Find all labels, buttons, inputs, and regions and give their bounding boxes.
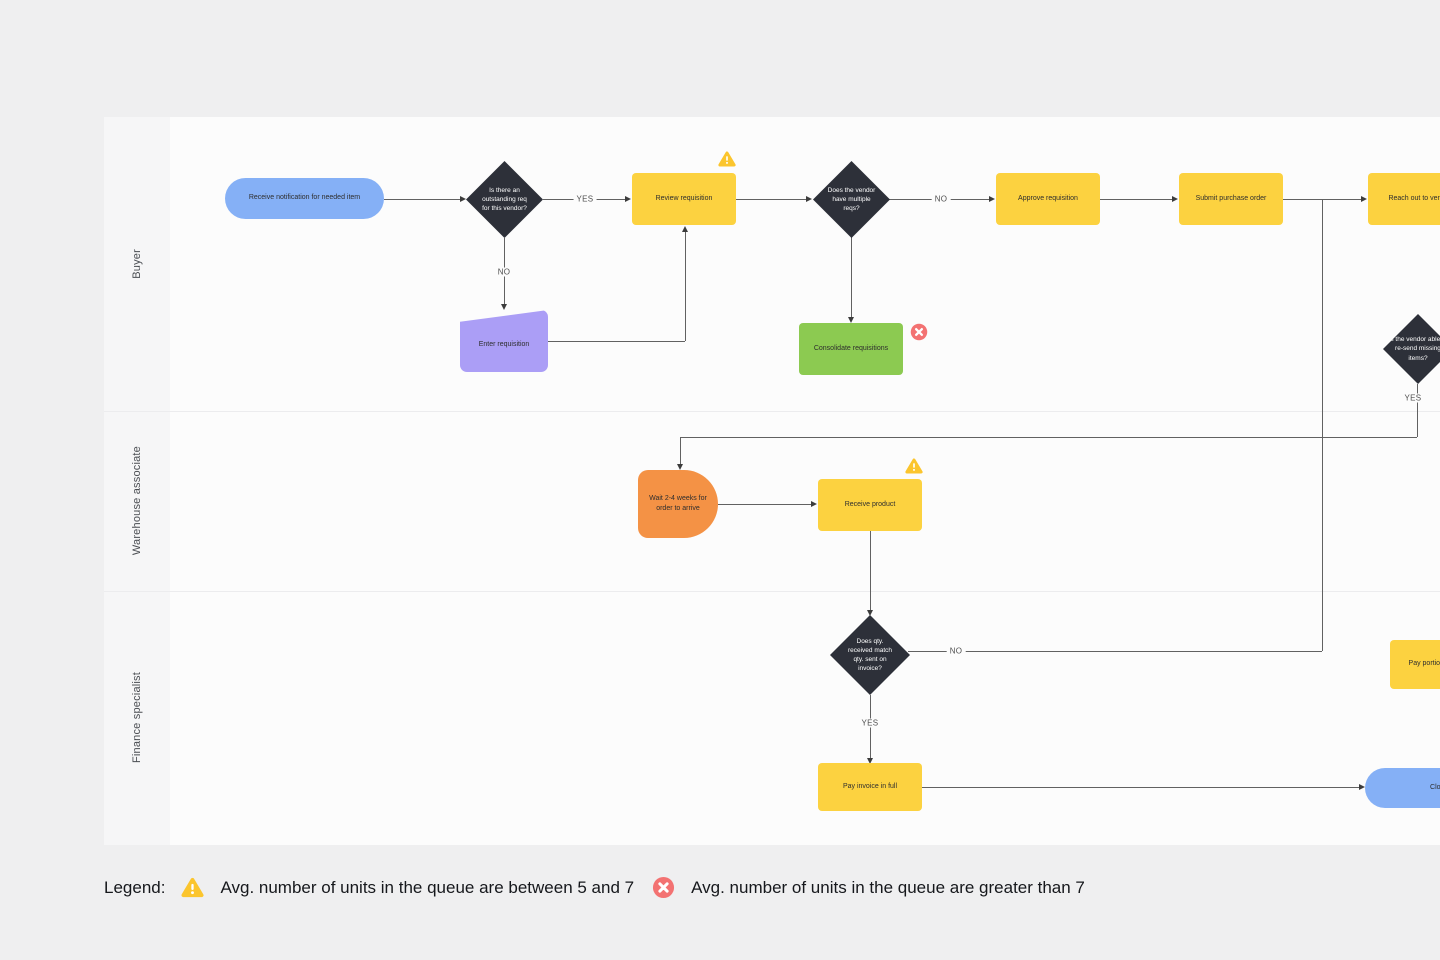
connector xyxy=(718,504,812,505)
warning-triangle-icon xyxy=(905,457,923,475)
connector xyxy=(922,787,1360,788)
node-label: Enter requisition xyxy=(478,340,530,348)
arrowhead xyxy=(460,195,466,202)
node-pay-invoice-full[interactable]: Pay invoice in full xyxy=(818,763,922,811)
connector xyxy=(736,199,807,200)
node-pay-portion[interactable]: Pay portion of invoice xyxy=(1390,640,1440,689)
arrowhead xyxy=(847,317,854,323)
legend-item-warning: Avg. number of units in the queue are be… xyxy=(220,877,635,897)
lane-divider xyxy=(104,591,1440,592)
node-label: Approve requisition xyxy=(1018,194,1078,202)
error-circle-icon xyxy=(652,876,675,899)
edge-label-no: NO xyxy=(931,194,951,204)
connector xyxy=(908,651,1322,652)
arrowhead xyxy=(676,464,683,470)
node-reach-out-vendor[interactable]: Reach out to vendor xyxy=(1368,173,1440,225)
lane-divider xyxy=(104,411,1440,412)
connector xyxy=(680,437,1417,438)
connector xyxy=(851,237,852,317)
node-enter-requisition[interactable]: Enter requisition xyxy=(460,310,548,372)
connector xyxy=(384,199,461,200)
arrowhead xyxy=(866,610,873,616)
node-label: Close PO xyxy=(1430,783,1440,791)
error-circle-icon xyxy=(910,323,928,341)
arrowhead xyxy=(625,195,631,202)
node-label: Receive product xyxy=(844,500,896,508)
node-approve-requisition[interactable]: Approve requisition xyxy=(996,173,1100,225)
arrowhead xyxy=(681,226,688,232)
arrowhead xyxy=(500,304,507,310)
connector xyxy=(685,231,686,341)
lane-header-warehouse: Warehouse associate xyxy=(104,411,170,591)
connector xyxy=(680,437,681,464)
node-label: Pay portion of invoice xyxy=(1408,660,1440,668)
node-label: Review requisition xyxy=(655,194,713,202)
warning-triangle-icon xyxy=(718,150,736,168)
legend-title: Legend: xyxy=(104,877,166,897)
edge-label-yes: YES xyxy=(573,194,597,204)
warning-triangle-icon xyxy=(181,876,204,899)
edge-label-yes: YES xyxy=(1401,393,1425,403)
node-label: Is the vendor able to re-send missing it… xyxy=(1389,336,1440,362)
node-wait-for-order[interactable]: Wait 2-4 weeks for order to arrive xyxy=(638,470,718,538)
node-receive-product[interactable]: Receive product xyxy=(818,479,922,531)
arrowhead xyxy=(806,195,812,202)
node-consolidate-requisitions[interactable]: Consolidate requisitions xyxy=(799,323,903,375)
edge-label-no: NO xyxy=(494,267,514,277)
arrowhead xyxy=(1361,195,1367,202)
arrowhead xyxy=(989,195,995,202)
diagram-canvas[interactable]: Buyer Warehouse associate Finance specia… xyxy=(104,117,1440,845)
node-review-requisition[interactable]: Review requisition xyxy=(632,173,736,225)
edge-label-no: NO xyxy=(946,646,966,656)
node-label: Receive notification for needed item xyxy=(248,194,361,202)
legend-item-error: Avg. number of units in the queue are gr… xyxy=(691,877,1085,897)
node-label: Wait 2-4 weeks for order to arrive xyxy=(649,494,707,512)
node-label: Pay invoice in full xyxy=(842,782,898,790)
node-label: Does the vendor have multiple reqs? xyxy=(827,186,876,213)
node-submit-purchase-order[interactable]: Submit purchase order xyxy=(1179,173,1283,225)
lane-header-buyer: Buyer xyxy=(104,117,170,411)
lane-header-finance: Finance specialist xyxy=(104,591,170,845)
node-label: Does qty. received match qty. sent on in… xyxy=(847,637,893,673)
lane-label-finance: Finance specialist xyxy=(131,672,143,764)
arrowhead xyxy=(1359,783,1365,790)
node-label: Consolidate requisitions xyxy=(813,344,889,352)
node-start-terminator[interactable]: Receive notification for needed item xyxy=(225,178,384,219)
arrowhead xyxy=(866,758,873,764)
arrowhead xyxy=(1172,195,1178,202)
lane-label-buyer: Buyer xyxy=(131,249,143,279)
connector xyxy=(1417,384,1418,437)
connector xyxy=(870,531,871,610)
node-label: Reach out to vendor xyxy=(1388,194,1440,202)
swimlane-gutter: Buyer Warehouse associate Finance specia… xyxy=(104,117,170,845)
lane-label-warehouse: Warehouse associate xyxy=(131,446,143,556)
connector xyxy=(548,341,685,342)
node-end-terminator[interactable]: Close PO xyxy=(1365,768,1440,808)
arrowhead xyxy=(811,500,817,507)
node-label: Is there an outstanding req for this ven… xyxy=(482,186,527,213)
connector xyxy=(1100,199,1173,200)
connector xyxy=(1322,199,1323,651)
node-label: Submit purchase order xyxy=(1195,194,1267,202)
edge-label-yes: YES xyxy=(858,718,882,728)
legend: Legend: Avg. number of units in the queu… xyxy=(104,876,1103,899)
